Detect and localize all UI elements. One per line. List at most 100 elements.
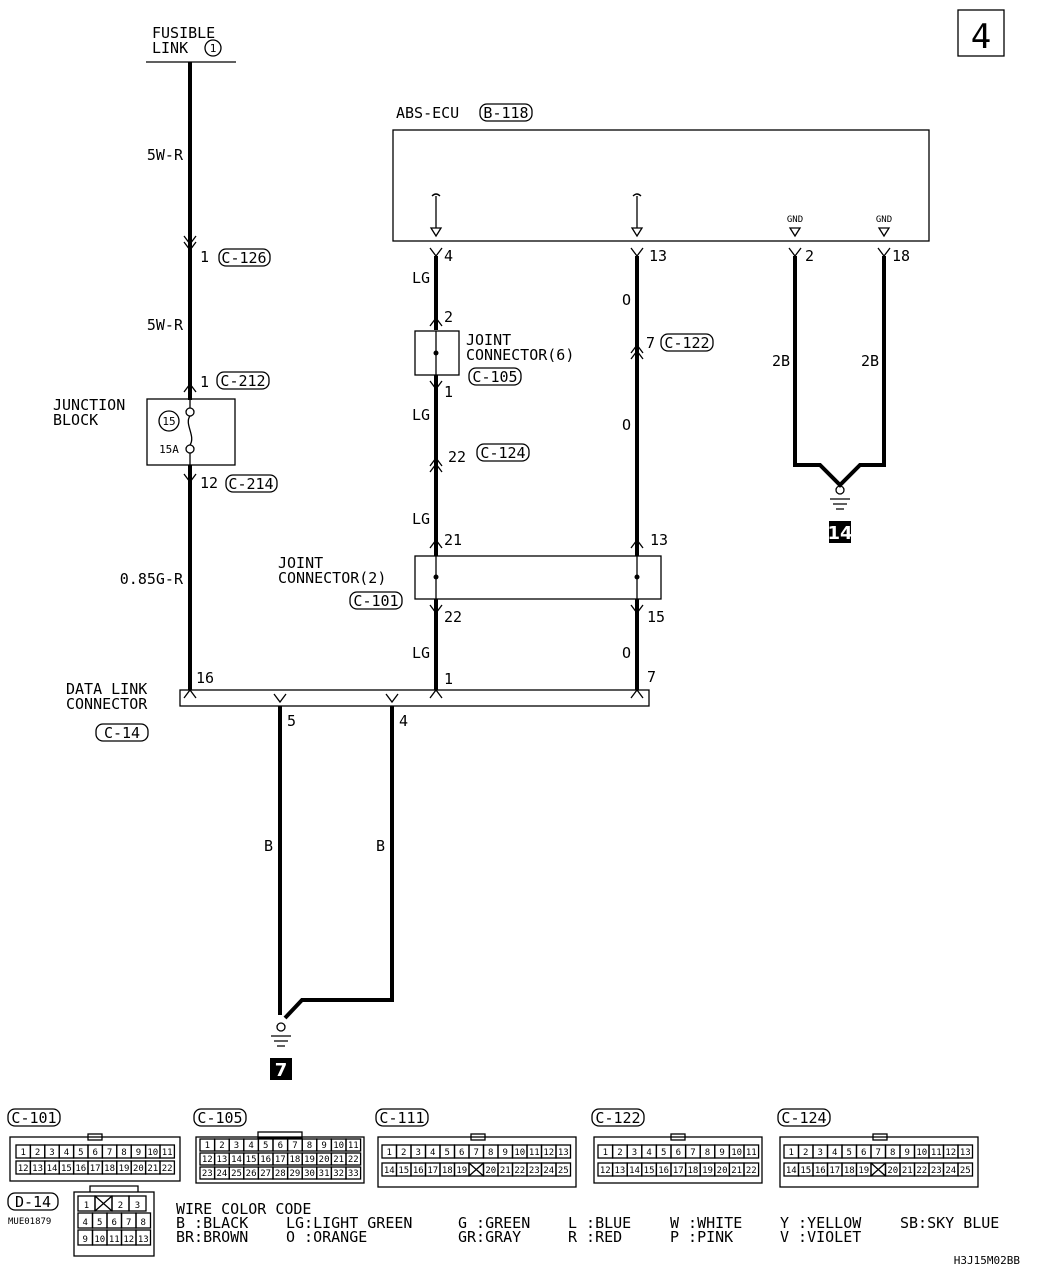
jc2-pin21: 21 <box>444 531 462 549</box>
pin-number: 5 <box>263 1141 268 1151</box>
dlc-pin1: 1 <box>444 670 453 688</box>
diagram-code: H3J15M02BB <box>954 1254 1021 1267</box>
wire-lg-label-3: LG <box>412 510 430 528</box>
jc2-splice-o <box>634 574 640 580</box>
wire-o-label-2: O <box>622 416 631 434</box>
fuse-number: 15 <box>162 415 175 428</box>
pin-number: 1 <box>20 1148 25 1158</box>
ecu-gnd-label-2: GND <box>876 215 892 225</box>
pin-number: 6 <box>676 1148 681 1158</box>
pin-number: 4 <box>430 1148 435 1158</box>
pin-number: 22 <box>514 1166 525 1176</box>
ecu-terminal-4 <box>429 193 443 238</box>
pin-number: 12 <box>945 1148 956 1158</box>
pin-number: 7 <box>126 1218 131 1228</box>
c101-label: C-101 <box>353 592 398 610</box>
page-number-box <box>957 9 1005 57</box>
c214-pin: 12 <box>200 474 218 492</box>
pin-cell <box>743 1144 760 1159</box>
ground-7-symbol <box>271 1035 291 1047</box>
pin-number: 9 <box>503 1148 508 1158</box>
pin-number: 13 <box>960 1148 971 1158</box>
ecu-pin4-arrow <box>429 247 443 258</box>
pin-number: 13 <box>216 1155 227 1165</box>
pin-number: 20 <box>319 1155 330 1165</box>
pin-number: 5 <box>661 1148 666 1158</box>
pin-cell <box>159 1160 176 1175</box>
ground-7-terminal <box>276 1022 286 1032</box>
c14-label: C-14 <box>104 724 140 742</box>
junction-block-box <box>146 398 236 466</box>
dlc-pin4: 4 <box>399 712 408 730</box>
pin-number: 1 <box>789 1148 794 1158</box>
dlc-label: DATA LINK <box>66 680 147 698</box>
connector-view-label: C-101 <box>11 1109 56 1127</box>
ecu-ground-wires <box>793 256 886 488</box>
pin-number: 4 <box>248 1141 253 1151</box>
pin-number: 12 <box>600 1166 611 1176</box>
pin-number: 16 <box>413 1166 424 1176</box>
pin-number: 8 <box>307 1141 312 1151</box>
c122-tag <box>660 333 714 352</box>
pin-number: 9 <box>321 1141 326 1151</box>
pin-number: 9 <box>905 1148 910 1158</box>
pin-number: 14 <box>231 1155 242 1165</box>
pin-cell <box>135 1212 152 1229</box>
c124-arrow <box>429 456 443 473</box>
ground-14-number: 14 <box>827 523 852 544</box>
pin-number: 7 <box>107 1148 112 1158</box>
junction-block-label: JUNCTION <box>53 396 125 414</box>
pin-number: 18 <box>104 1164 115 1174</box>
pin-number: 11 <box>109 1235 120 1245</box>
pin-number: 24 <box>543 1166 554 1176</box>
jc2-pin22: 22 <box>444 608 462 626</box>
ecu-gnd-label-1: GND <box>787 215 803 225</box>
jc6-label-2: CONNECTOR(6) <box>466 346 574 364</box>
jc6-splice <box>433 350 439 356</box>
jc2-label-2: CONNECTOR(2) <box>278 569 386 587</box>
pin-number: 15 <box>246 1155 257 1165</box>
pin-number: 2 <box>35 1148 40 1158</box>
pin-number: 1 <box>387 1148 392 1158</box>
pin-number: 16 <box>260 1155 271 1165</box>
pin-number: 25 <box>960 1166 971 1176</box>
pin-number: 6 <box>459 1148 464 1158</box>
ground-14-symbol <box>830 498 850 510</box>
pin-number: 24 <box>945 1166 956 1176</box>
pin-number: 15 <box>61 1164 72 1174</box>
jc6-pin1: 1 <box>444 383 453 401</box>
pin-number: 6 <box>112 1218 117 1228</box>
c101-tag <box>349 591 403 610</box>
pin-cell <box>957 1162 974 1177</box>
ecu-connector-tag <box>479 103 533 122</box>
pin-number: 3 <box>234 1141 239 1151</box>
wire-o-label-3: O <box>622 644 631 662</box>
c126-pin: 1 <box>200 248 209 266</box>
page-number: 4 <box>971 17 991 57</box>
jc2-label: JOINT <box>278 554 323 572</box>
pin-number: 7 <box>292 1141 297 1151</box>
dlc-pin5: 5 <box>287 712 296 730</box>
pin-number: 4 <box>64 1148 69 1158</box>
pin-number: 25 <box>231 1169 242 1179</box>
c214-arrow <box>183 473 197 484</box>
pin-number: 11 <box>931 1148 942 1158</box>
pin-number: 15 <box>644 1166 655 1176</box>
dlc-label-2: CONNECTOR <box>66 695 148 713</box>
pin-number: 18 <box>844 1166 855 1176</box>
pin-number: 14 <box>786 1166 797 1176</box>
pin-number: 11 <box>162 1148 173 1158</box>
pin-number: 33 <box>348 1169 359 1179</box>
c122-arrow <box>630 343 644 360</box>
fusible-link-label: FUSIBLE <box>152 24 215 42</box>
pin-number: 21 <box>147 1164 158 1174</box>
pin-number: 22 <box>348 1155 359 1165</box>
wire-color-5w-r-2: 5W-R <box>147 316 184 334</box>
c126-tag <box>218 248 271 267</box>
connector-view-label: C-111 <box>379 1109 424 1127</box>
pin-number: 22 <box>746 1166 757 1176</box>
pin-cell <box>345 1166 362 1180</box>
